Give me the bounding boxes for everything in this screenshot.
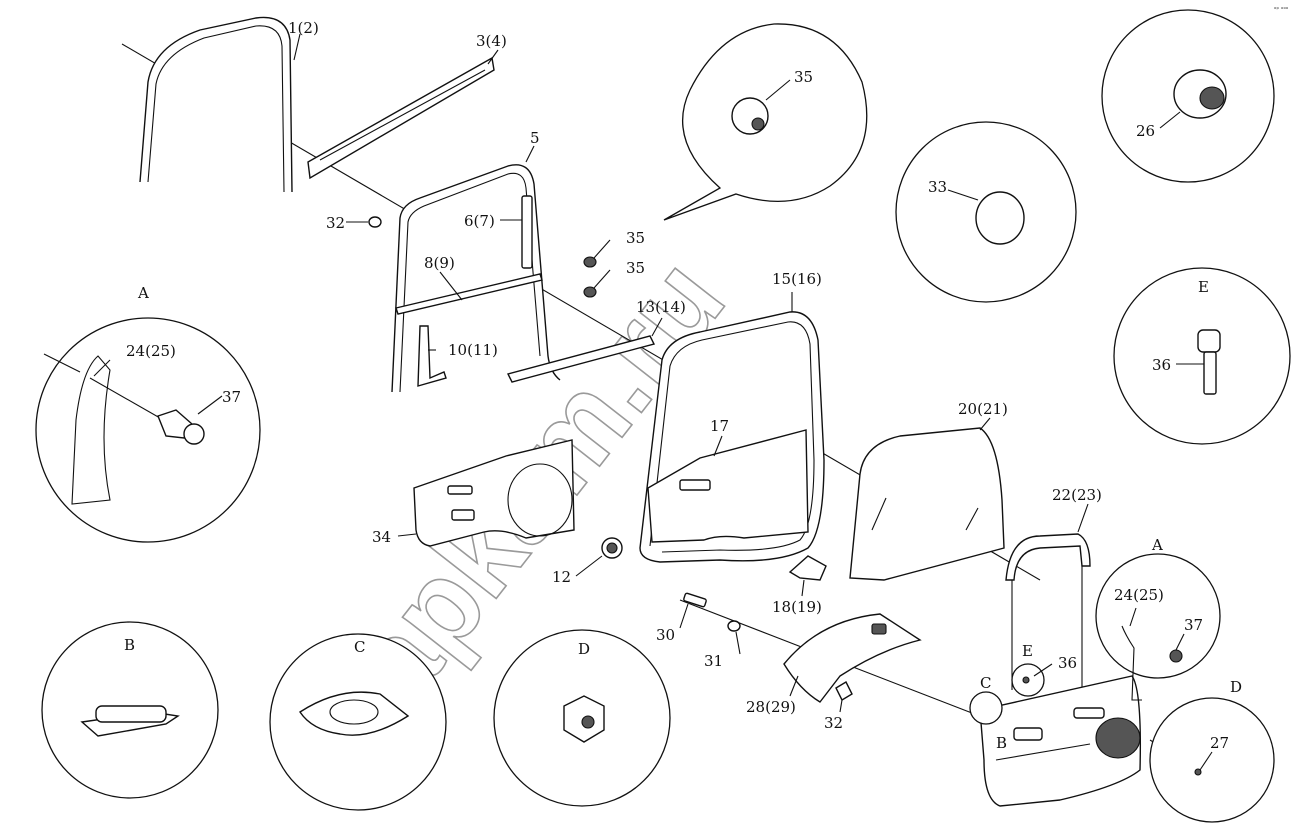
label-37-left: 37 bbox=[222, 388, 241, 406]
label-31: 31 bbox=[704, 652, 723, 670]
outer-belt-strip bbox=[506, 335, 656, 383]
letter-c-assembly: C bbox=[980, 674, 991, 692]
label-8-9: 8(9) bbox=[424, 254, 455, 272]
label-35-callout: 35 bbox=[794, 68, 813, 86]
corner-mark: ᵒᵖ ᵒᵒᵒ bbox=[1274, 6, 1289, 13]
label-5: 5 bbox=[530, 129, 540, 147]
label-30: 30 bbox=[656, 626, 675, 644]
label-32-top: 32 bbox=[326, 214, 345, 232]
regulator-bracket bbox=[788, 555, 827, 581]
label-10-11: 10(11) bbox=[448, 341, 498, 359]
label-20-21: 20(21) bbox=[958, 400, 1008, 418]
label-35-upper: 35 bbox=[626, 229, 645, 247]
detail-circle-E bbox=[1113, 267, 1291, 445]
label-32-bottom: 32 bbox=[824, 714, 843, 732]
part-labels: 1(2) 3(4) 5 6(7) 8(9) 10(11) 12 13(14) 1… bbox=[126, 19, 1229, 752]
clip-35-b bbox=[583, 286, 597, 298]
label-24-25-right: 24(25) bbox=[1114, 586, 1164, 604]
detail-circle-A bbox=[35, 317, 261, 543]
inner-door-panel bbox=[647, 429, 809, 543]
letter-e-detail: E bbox=[1198, 278, 1209, 296]
grip-handle bbox=[1005, 533, 1091, 581]
label-36-detail: 36 bbox=[1152, 356, 1171, 374]
label-24-25-left: 24(25) bbox=[126, 342, 176, 360]
letter-b-detail: B bbox=[124, 636, 135, 654]
label-3-4: 3(4) bbox=[476, 32, 507, 50]
clip-35-a bbox=[583, 256, 597, 268]
screw-set bbox=[683, 592, 853, 701]
detail-letters: A A B B C C D D E E bbox=[124, 278, 1242, 752]
sash-panel-strip bbox=[307, 56, 495, 180]
door-glass bbox=[849, 427, 1005, 581]
letter-a-detail: A bbox=[137, 284, 149, 302]
label-13-14: 13(14) bbox=[636, 298, 686, 316]
letter-d-small: D bbox=[1230, 678, 1242, 696]
inner-belt-strip bbox=[395, 273, 543, 315]
letter-c-detail: C bbox=[354, 638, 365, 656]
label-35-lower: 35 bbox=[626, 259, 645, 277]
letter-a-small: A bbox=[1151, 536, 1163, 554]
label-37-right: 37 bbox=[1184, 616, 1203, 634]
label-12: 12 bbox=[552, 568, 571, 586]
label-28-29: 28(29) bbox=[746, 698, 796, 716]
division-bar bbox=[521, 195, 533, 269]
label-6-7: 6(7) bbox=[464, 212, 495, 230]
letter-b-assembly: B bbox=[996, 734, 1007, 752]
detail-circle-D-small bbox=[1149, 697, 1275, 823]
label-1-2: 1(2) bbox=[288, 19, 319, 37]
label-15-16: 15(16) bbox=[772, 270, 822, 288]
letter-e-assembly: E bbox=[1022, 642, 1033, 660]
label-36-assembly: 36 bbox=[1058, 654, 1077, 672]
label-27: 27 bbox=[1210, 734, 1229, 752]
marker-circle-C bbox=[969, 691, 1003, 725]
label-34: 34 bbox=[372, 528, 391, 546]
lower-channel bbox=[417, 325, 447, 387]
frame-weatherstrip bbox=[139, 16, 293, 193]
label-18-19: 18(19) bbox=[772, 598, 822, 616]
clip-32 bbox=[368, 216, 382, 228]
letter-d-detail: D bbox=[578, 640, 590, 658]
speaker-housing bbox=[783, 613, 922, 703]
detail-circle-A-small bbox=[1095, 553, 1221, 679]
label-17: 17 bbox=[710, 417, 729, 435]
label-26: 26 bbox=[1136, 122, 1155, 140]
leader-lines bbox=[93, 33, 1213, 771]
glass-run-channel bbox=[391, 164, 561, 393]
label-33: 33 bbox=[928, 178, 947, 196]
label-22-23: 22(23) bbox=[1052, 486, 1102, 504]
